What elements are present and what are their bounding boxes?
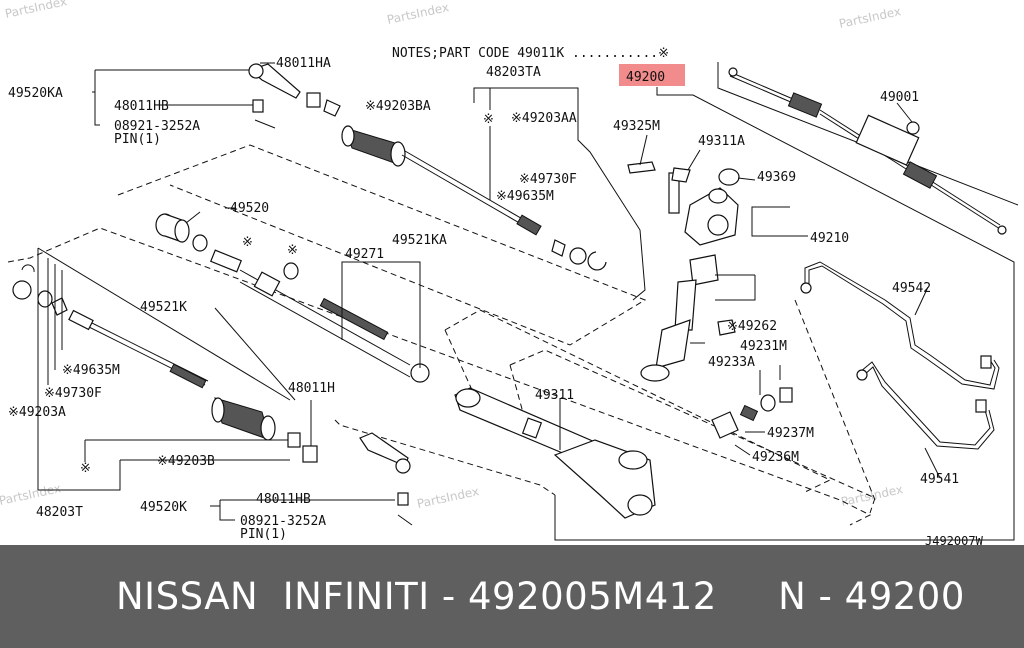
watermark: PartsIndex [838,4,903,31]
label-49730F-right: ※49730F [519,172,577,187]
watermark: PartsIndex [0,481,62,508]
label-49236M: 49236M [752,450,799,465]
label-49635M-right: ※49635M [496,189,554,204]
footer-bar [0,545,1024,648]
highlight-box[interactable] [619,64,685,86]
tie-rod-end-top[interactable] [248,63,341,117]
label-pin-bottom: PIN(1) [240,527,287,542]
label-49233A: 49233A [708,355,755,370]
parts-diagram: PartsIndex PartsIndex PartsIndex PartsIn… [0,0,1019,545]
label-49369: 49369 [757,170,796,185]
label-49210: 49210 [810,231,849,246]
dashed-outline [444,309,832,493]
inner-rod-top[interactable] [401,150,607,271]
label-48011HB-top: 48011HB [114,99,169,114]
label-49730F-left: ※49730F [44,386,102,401]
label-star-2: ※ [242,235,253,250]
label-49271: 49271 [345,247,384,262]
tie-rod-end-bottom[interactable] [287,432,413,526]
watermark: PartsIndex [4,0,69,21]
label-star-1: ※ [483,112,494,127]
label-49311A: 49311A [698,134,745,149]
label-49001: 49001 [880,90,919,105]
label-08921-bottom: 08921-3252A [240,514,326,529]
leader [94,70,100,126]
label-49262: ※49262 [727,319,777,334]
label-48011H: 48011H [288,381,335,396]
watermark: PartsIndex [416,484,481,511]
diagram-code: J492007W [925,534,984,545]
label-49203B: ※49203B [157,454,215,469]
label-49325M: 49325M [613,119,660,134]
label-48203T: 48203T [36,505,83,520]
dashed-outline [7,227,872,526]
dashed-outline [334,419,556,496]
label-48011HA: 48011HA [276,56,331,71]
label-pin-top: PIN(1) [114,132,161,147]
label-08921-top: 08921-3252A [114,119,200,134]
label-star-3: ※ [287,243,298,258]
valve-parts[interactable] [627,161,793,439]
notes-text: NOTES;PART CODE 49011K ...........※ [392,46,669,61]
label-49542: 49542 [892,281,931,296]
label-49521K: 49521K [140,300,187,315]
label-48011HB-bottom: 48011HB [256,492,311,507]
label-49203AA: ※49203AA [511,111,577,126]
watermark: PartsIndex [386,0,451,27]
steering-gear-assembly[interactable] [728,67,1007,235]
label-48203TA: 48203TA [486,65,541,80]
rack-parts[interactable] [155,213,430,383]
label-49541: 49541 [920,472,959,487]
label-49203A: ※49203A [8,405,66,420]
label-star-4: ※ [80,461,91,476]
boot-bottom[interactable] [211,397,276,441]
boot-top[interactable] [341,125,406,167]
label-49203BA: ※49203BA [365,99,431,114]
gear-housing[interactable] [454,387,656,519]
hydraulic-tubes[interactable] [800,261,1000,450]
label-49520: 49520 [230,201,269,216]
dashed-outline [117,144,647,346]
label-49237M: 49237M [767,426,814,441]
label-49520K: 49520K [140,500,187,515]
frame-outline [554,87,1015,541]
label-49521KA: 49521KA [392,233,447,248]
label-49520KA: 49520KA [8,86,63,101]
inner-rod-bottom[interactable] [12,264,209,389]
highlight-label[interactable]: 49200 [626,70,665,85]
footer-part-number: NISSAN INFINITI - 492005M412 N - 49200 [116,575,965,618]
label-49311: 49311 [535,388,574,403]
label-49635M-left: ※49635M [62,363,120,378]
label-49231M: 49231M [740,339,787,354]
